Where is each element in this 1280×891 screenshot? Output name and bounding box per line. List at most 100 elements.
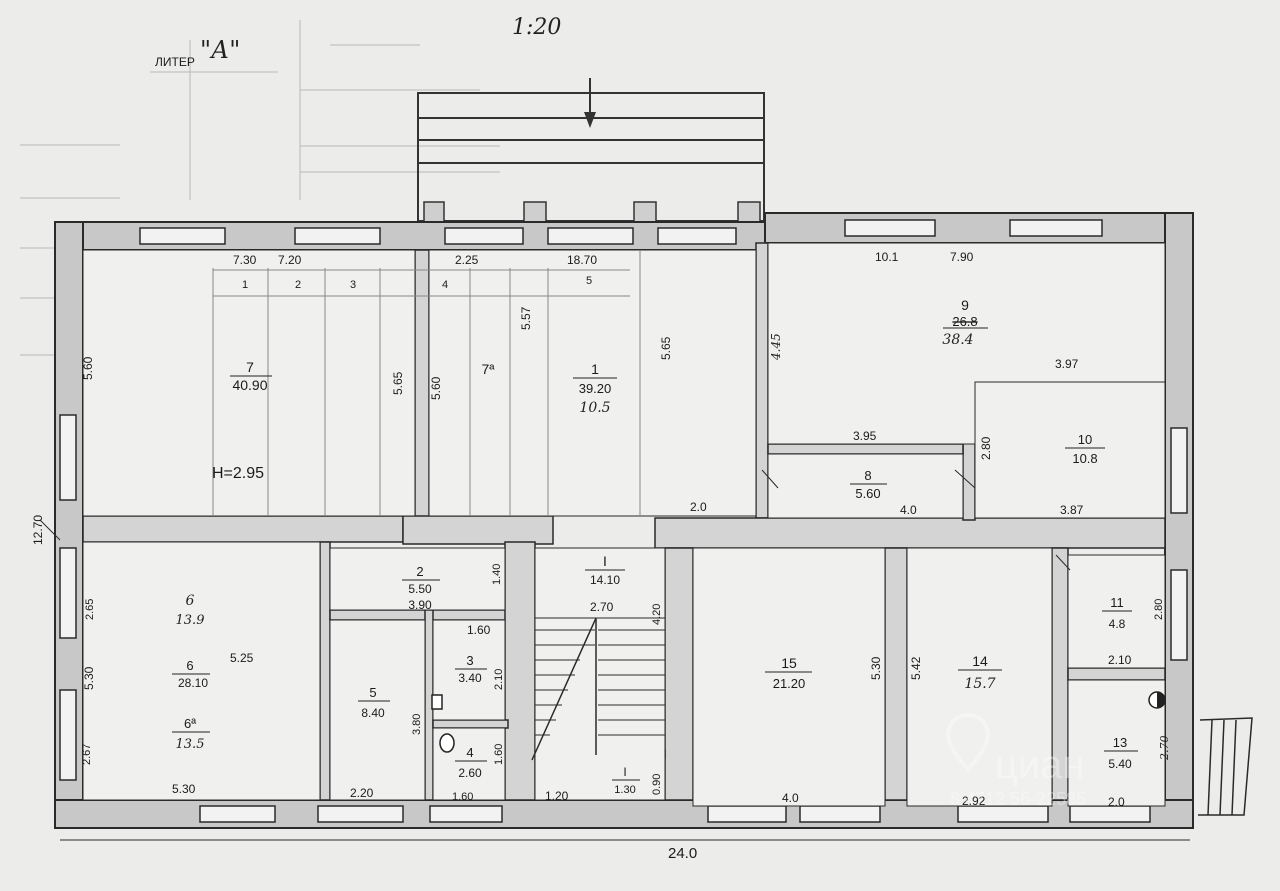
room-7-dim: 5.65 [391, 371, 405, 395]
toilet-icon [439, 733, 455, 753]
room-6-number: 6 [186, 658, 193, 673]
room-6-dim: 5.25 [230, 651, 254, 665]
room-10-dim: 2.80 [979, 436, 993, 460]
room-9-dim: 4.45 [769, 333, 783, 361]
room-4-area: 2.60 [458, 766, 482, 780]
column-markers: 1 2 3 4 5 [242, 275, 592, 291]
room-11-number: 11 [1110, 595, 1124, 610]
room-6-note: 13.9 [176, 613, 205, 628]
room-1-number: 1 [591, 361, 599, 377]
windows [59, 219, 1188, 823]
top-dim: 7.30 [233, 253, 257, 267]
room-4-dim: 1.60 [493, 744, 505, 765]
column-marker: 3 [350, 279, 356, 291]
room-6-dim: 5.30 [82, 666, 96, 690]
top-dim: 18.70 [567, 253, 597, 267]
room-9-note: 38.4 [942, 332, 973, 348]
room-11-dim: 2.80 [1153, 599, 1165, 620]
room-9-number: 9 [961, 297, 969, 313]
rear-porch [1198, 717, 1253, 816]
room-1-dim: 2.0 [690, 500, 707, 514]
room-2-dim: 1.40 [491, 564, 503, 585]
column-marker: 1 [242, 279, 248, 291]
room-15-dim: 5.30 [869, 656, 883, 680]
boiler-icon-half [1157, 692, 1165, 708]
column-marker: 2 [295, 279, 301, 291]
staircase [531, 617, 665, 761]
room-9-dim: 3.97 [1055, 357, 1079, 371]
room-6a-area: 13.5 [176, 737, 205, 752]
room-11-dim: 2.10 [1108, 653, 1132, 667]
room-11-area: 4.8 [1109, 617, 1126, 631]
room-fills [82, 242, 1166, 807]
room-15-number: 15 [781, 655, 797, 671]
room-2-dim: 3.90 [408, 598, 432, 612]
room-13-dim: 2.0 [1108, 795, 1125, 809]
room-10-number: 10 [1078, 432, 1092, 447]
ceiling-height: H=2.95 [212, 465, 264, 482]
room-1-area: 39.20 [579, 381, 612, 396]
room-I-small-number: I [623, 765, 626, 779]
grid-overlay [212, 250, 641, 516]
room-6-dim: 2.67 [81, 744, 93, 765]
room-7-area: 40.90 [232, 377, 267, 393]
room-2-area: 5.50 [408, 582, 432, 596]
watermark-phone: 8 4712 56-22585 [950, 789, 1086, 809]
room-I-dim: 2.70 [590, 600, 614, 614]
room-3-number: 3 [466, 653, 473, 668]
room-4-number: 4 [466, 745, 473, 760]
room-14-dim: 2.92 [962, 794, 986, 808]
room-5-dim: 3.80 [411, 714, 423, 735]
room-9-dim: 10.1 [875, 250, 899, 264]
room-2-number: 2 [416, 564, 423, 579]
column-marker: 4 [442, 279, 448, 291]
room-8-area: 5.60 [855, 486, 880, 501]
room-I-area: 14.10 [590, 573, 620, 587]
room-3-area: 3.40 [458, 671, 482, 685]
top-dim: 7.20 [278, 253, 302, 267]
form-lines [20, 20, 500, 356]
room-4-dim: 1.60 [452, 791, 473, 803]
room-6-extra: 6 [186, 593, 195, 609]
room-5-number: 5 [369, 685, 376, 700]
room-13-dim: 2.70 [1158, 736, 1171, 762]
room-14-area: 15.7 [964, 676, 995, 692]
side-dim: 2.65 [84, 599, 96, 620]
room-7a-dim: 5.57 [519, 306, 533, 330]
room-8-number: 8 [864, 468, 871, 483]
room-14-dim: 5.42 [909, 656, 923, 680]
room-I-number: I [603, 553, 607, 569]
location-pin-icon [945, 712, 991, 772]
litera-label: ЛИТЕР [155, 55, 195, 69]
room-6-area: 28.10 [178, 676, 208, 690]
room-5-dim: 2.20 [350, 786, 374, 800]
room-15-dim: 4.0 [782, 791, 799, 805]
room-5-area: 8.40 [361, 706, 385, 720]
room-13-number: 13 [1113, 735, 1127, 750]
room-6a-number: 6ª [184, 716, 196, 731]
room-7a-dim: 5.60 [429, 376, 443, 400]
room-I-small-dim: 0.90 [651, 774, 663, 795]
room-1-dim: 5.65 [659, 336, 673, 360]
room-3-dim: 2.10 [493, 669, 505, 690]
room-9-area: 26.8 [952, 314, 977, 329]
scale-label: 1:20 [512, 15, 561, 40]
room-15-area: 21.20 [773, 676, 806, 691]
room-1-note: 10.5 [579, 400, 610, 416]
outer-walls [54, 212, 1194, 829]
room-8-dim: 4.0 [900, 503, 917, 517]
room-9-dim: 7.90 [950, 250, 974, 264]
room-10-dim: 3.87 [1060, 503, 1084, 517]
sink-icon [431, 694, 443, 710]
room-14-number: 14 [972, 653, 988, 669]
litera-value: "А" [200, 36, 240, 64]
room-I-small-dim: 1.20 [545, 789, 569, 803]
room-I-dim: 4.20 [651, 604, 663, 625]
room-I-small-area: 1.30 [614, 784, 635, 796]
entry-arrow-icon [584, 112, 596, 128]
column-marker: 5 [586, 275, 592, 287]
watermark-brand: циан [995, 743, 1085, 787]
room-9-dim: 3.95 [853, 429, 877, 443]
